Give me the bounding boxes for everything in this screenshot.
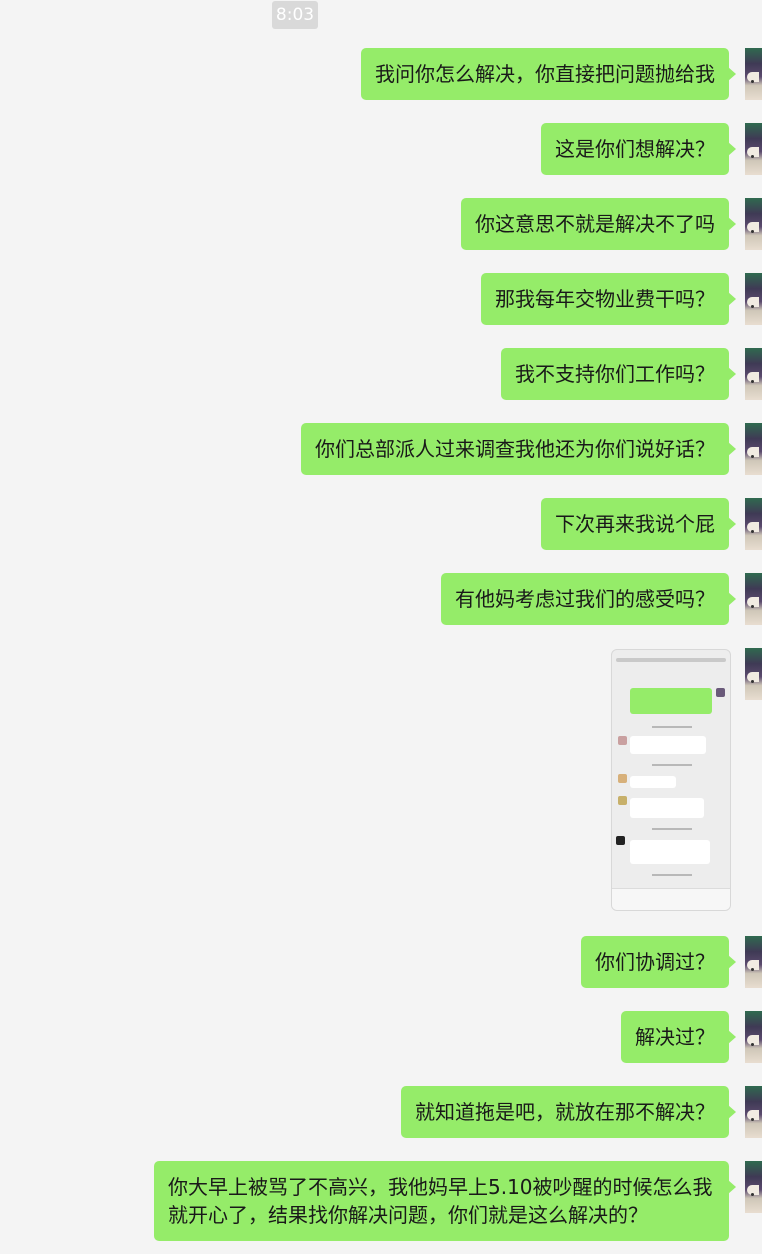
image-divider	[652, 726, 692, 728]
avatar[interactable]	[745, 498, 762, 550]
message-bubble[interactable]: 你大早上被骂了不高兴，我他妈早上5.10被吵醒的时候怎么我就开心了，结果找你解决…	[154, 1161, 736, 1241]
avatar[interactable]	[745, 348, 762, 400]
image-header-bar	[616, 658, 726, 662]
image-green-bubble	[630, 688, 712, 714]
message-bubble[interactable]: 你们协调过？	[581, 936, 736, 988]
avatar[interactable]	[745, 1011, 762, 1063]
avatar[interactable]	[745, 936, 762, 988]
message-bubble[interactable]: 那我每年交物业费干吗？	[481, 273, 736, 325]
message-bubble[interactable]: 下次再来我说个屁	[541, 498, 736, 550]
image-divider	[652, 828, 692, 830]
avatar[interactable]	[745, 273, 762, 325]
image-white-bubble	[630, 840, 710, 864]
message-bubble[interactable]: 你这意思不就是解决不了吗	[461, 198, 736, 250]
image-divider	[652, 764, 692, 766]
timestamp: 8:03	[272, 1, 318, 29]
image-white-bubble	[630, 776, 676, 788]
image-avatar	[618, 796, 627, 805]
avatar[interactable]	[745, 123, 762, 175]
message-bubble[interactable]: 解决过？	[621, 1011, 736, 1063]
image-avatar	[716, 688, 725, 697]
image-avatar	[618, 774, 627, 783]
avatar[interactable]	[745, 48, 762, 100]
image-white-bubble	[630, 736, 706, 754]
message-bubble[interactable]: 我问你怎么解决，你直接把问题抛给我	[361, 48, 736, 100]
message-bubble[interactable]: 就知道拖是吧，就放在那不解决？	[401, 1086, 736, 1138]
image-input-bar	[612, 888, 730, 910]
avatar[interactable]	[745, 198, 762, 250]
message-bubble[interactable]: 有他妈考虑过我们的感受吗？	[441, 573, 736, 625]
chat-screenshot-image[interactable]	[611, 649, 731, 911]
avatar[interactable]	[745, 423, 762, 475]
message-bubble[interactable]: 这是你们想解决？	[541, 123, 736, 175]
image-avatar	[618, 736, 627, 745]
avatar[interactable]	[745, 1161, 762, 1213]
image-avatar	[616, 836, 625, 845]
avatar[interactable]	[745, 573, 762, 625]
avatar[interactable]	[745, 648, 762, 700]
message-bubble[interactable]: 我不支持你们工作吗？	[501, 348, 736, 400]
message-bubble[interactable]: 你们总部派人过来调查我他还为你们说好话？	[301, 423, 736, 475]
image-white-bubble	[630, 798, 704, 818]
image-divider	[652, 874, 692, 876]
avatar[interactable]	[745, 1086, 762, 1138]
